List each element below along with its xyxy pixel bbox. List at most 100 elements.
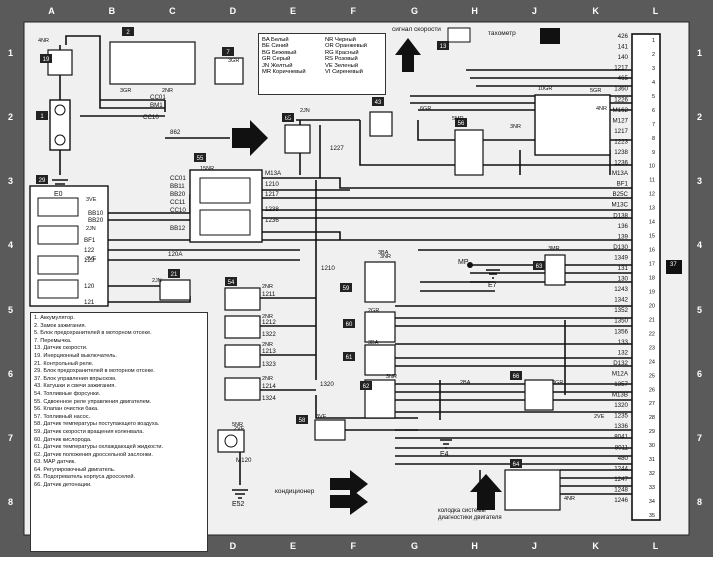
wire-label: M13A — [612, 170, 629, 177]
throttle-heater-symbol — [284, 124, 311, 154]
wire-label: BB20 — [88, 217, 104, 224]
ecu-pin-34: 34 — [649, 499, 655, 505]
ecu-pin-32: 32 — [649, 471, 655, 477]
wire-label: 1323 — [262, 361, 276, 368]
conditioner-arrow-2 — [330, 488, 368, 515]
connector-label: 2NR — [262, 376, 273, 382]
wire-label: BB12 — [170, 225, 186, 232]
ecu-pin-14: 14 — [649, 220, 655, 226]
wire-label: 139 — [618, 233, 629, 240]
grid-col-bottom-D: D — [229, 541, 237, 551]
wire-label: 1226 — [614, 96, 628, 103]
wire-label: 862 — [170, 129, 181, 136]
grid-row-left-2: 2 — [8, 112, 14, 123]
ecu-pin-1: 1 — [652, 38, 655, 44]
tachometer-label: тахометр — [488, 30, 516, 37]
e4-label: E4 — [440, 451, 449, 458]
ecu-pin-30: 30 — [649, 443, 655, 449]
grid-col-bottom-G: G — [410, 541, 418, 551]
legend-item: 64. Регулировочный двигатель. — [34, 466, 116, 473]
knock-sensor-symbol — [524, 379, 554, 411]
component-tag-c55: 55 — [197, 156, 204, 162]
wire-label: BB20 — [170, 191, 186, 198]
wire-label: 1227 — [330, 145, 344, 152]
wire-label: 1214 — [262, 383, 276, 390]
wire-label: BB10 — [88, 210, 104, 217]
wire-label: 1324 — [262, 395, 276, 402]
tachometer-arrow-icon — [522, 28, 560, 44]
double-relay-symbol — [189, 169, 263, 243]
wire-label: 1320 — [320, 381, 334, 388]
o2-sensor-symbol — [364, 311, 396, 343]
speed-sensor-connector — [447, 27, 471, 43]
wire-label: 136 — [618, 223, 629, 230]
connector-label: 5MR — [452, 116, 464, 122]
wire-label: 131 — [618, 265, 629, 272]
conditioner-label: кондиционер — [275, 488, 315, 495]
grid-row-right-7: 7 — [697, 432, 703, 443]
ecu-pin-17: 17 — [649, 262, 655, 268]
connector-label: 3VE — [316, 414, 327, 420]
grid-col-top-H: H — [471, 6, 478, 16]
grid-row-left-6: 6 — [8, 368, 14, 379]
ecu-pin-31: 31 — [649, 457, 655, 463]
fuse-f3 — [37, 255, 79, 275]
component-tag-bg — [510, 371, 522, 380]
right-grid-bar — [689, 0, 713, 557]
component-tag-bg — [36, 111, 48, 120]
color-key-item: NR Черный — [325, 37, 356, 43]
grid-row-left-4: 4 — [8, 240, 14, 251]
component-tag-bg — [122, 27, 134, 36]
component-tag-c62: 62 — [363, 384, 370, 390]
wire-label: BM1 — [150, 102, 163, 109]
fuse-f10 — [37, 279, 79, 299]
air-temp-sensor-symbol — [314, 419, 346, 441]
wire-label: 1211 — [262, 291, 276, 298]
ecu-pin-21: 21 — [649, 317, 655, 323]
ecu-pin-19: 19 — [649, 289, 655, 295]
color-key-item: JN Желтый — [262, 62, 293, 69]
component-tag-c7: 7 — [226, 50, 230, 56]
connector-label: 2JN — [300, 108, 310, 114]
grid-row-left-5: 5 — [8, 304, 14, 315]
connector-label: 3MR — [548, 246, 560, 252]
wire-label: B25C — [613, 191, 629, 198]
map-sensor-symbol — [544, 254, 566, 286]
wire-label: 1244 — [614, 465, 628, 472]
grid-row-left-8: 8 — [8, 496, 14, 507]
component-tag-bg — [222, 47, 234, 56]
e0-label: E0 — [54, 191, 63, 198]
arrow-862-icon — [232, 120, 268, 156]
grid-col-bottom-E: E — [290, 541, 297, 551]
connector-label: 5GR — [590, 88, 601, 94]
legend-item: 37. Блок управления впрыском. — [34, 375, 117, 382]
component-tag-c66: 66 — [513, 374, 520, 380]
legend-item: 43. Катушки и свечи зажигания. — [34, 383, 116, 390]
component-tag-bg — [194, 153, 206, 162]
connector-label: 4NR — [596, 106, 607, 112]
wire-label: 1210 — [321, 265, 335, 272]
wire-label: 141 — [618, 44, 629, 51]
injector-3 — [224, 344, 261, 368]
component-tag-bg — [343, 352, 355, 361]
ground-e7-icon — [486, 269, 500, 279]
ecu-pin-4: 4 — [652, 80, 655, 86]
wire-label: 1349 — [614, 254, 628, 261]
color-key-item: MR Коричневый — [262, 69, 306, 76]
component-tag-c2: 2 — [126, 30, 130, 36]
battery-symbol — [49, 99, 71, 151]
left-grid-bar — [0, 0, 24, 557]
component-tag-c29: 29 — [39, 178, 46, 184]
color-key-item: BA Белый — [262, 37, 289, 43]
component-tag-c60: 60 — [346, 322, 353, 328]
component-tag-bg — [296, 415, 308, 424]
ecu-connector-strip — [631, 33, 661, 521]
grid-row-right-3: 3 — [697, 176, 703, 187]
wire-label: M162 — [613, 107, 629, 114]
wire-label: 133 — [618, 339, 629, 346]
wire-label: D130 — [613, 244, 628, 251]
wire-label: 140 — [618, 54, 629, 61]
grid-col-bottom-L: L — [652, 541, 659, 551]
